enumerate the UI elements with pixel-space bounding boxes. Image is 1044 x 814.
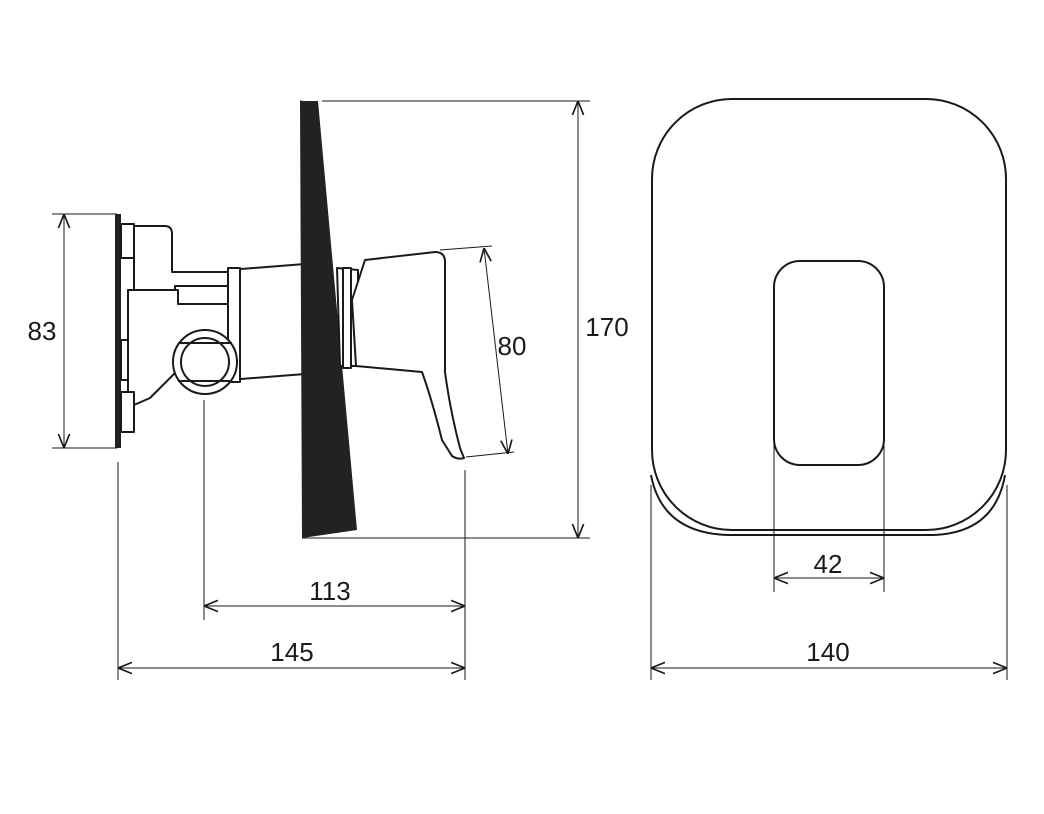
dimension-labels: 83 80 170 113 145 140 42 bbox=[28, 312, 850, 667]
dim-line-80 bbox=[484, 248, 508, 454]
front-view bbox=[650, 98, 1007, 536]
extension-lines bbox=[52, 100, 1008, 680]
connector-nut-flat bbox=[178, 342, 232, 382]
dimension-lines bbox=[64, 101, 1007, 668]
dim-label-42: 42 bbox=[814, 549, 843, 579]
dim-label-140: 140 bbox=[806, 637, 849, 667]
dim-label-113: 113 bbox=[309, 576, 350, 606]
dim-label-145: 145 bbox=[270, 637, 313, 667]
wall-plate bbox=[115, 214, 121, 448]
dim-label-170: 170 bbox=[585, 312, 628, 342]
body-flange bbox=[120, 223, 135, 259]
handle-front bbox=[773, 260, 885, 466]
dim-label-83: 83 bbox=[28, 316, 57, 346]
connector-nut-inner bbox=[180, 337, 230, 387]
body-flange-lower bbox=[120, 391, 135, 433]
handle-ring bbox=[342, 267, 352, 369]
lever-handle bbox=[351, 251, 465, 460]
side-view bbox=[115, 100, 465, 538]
cover-plate-shadow bbox=[650, 474, 1006, 536]
dim-label-80: 80 bbox=[498, 331, 527, 361]
cover-plate-side bbox=[300, 100, 357, 538]
